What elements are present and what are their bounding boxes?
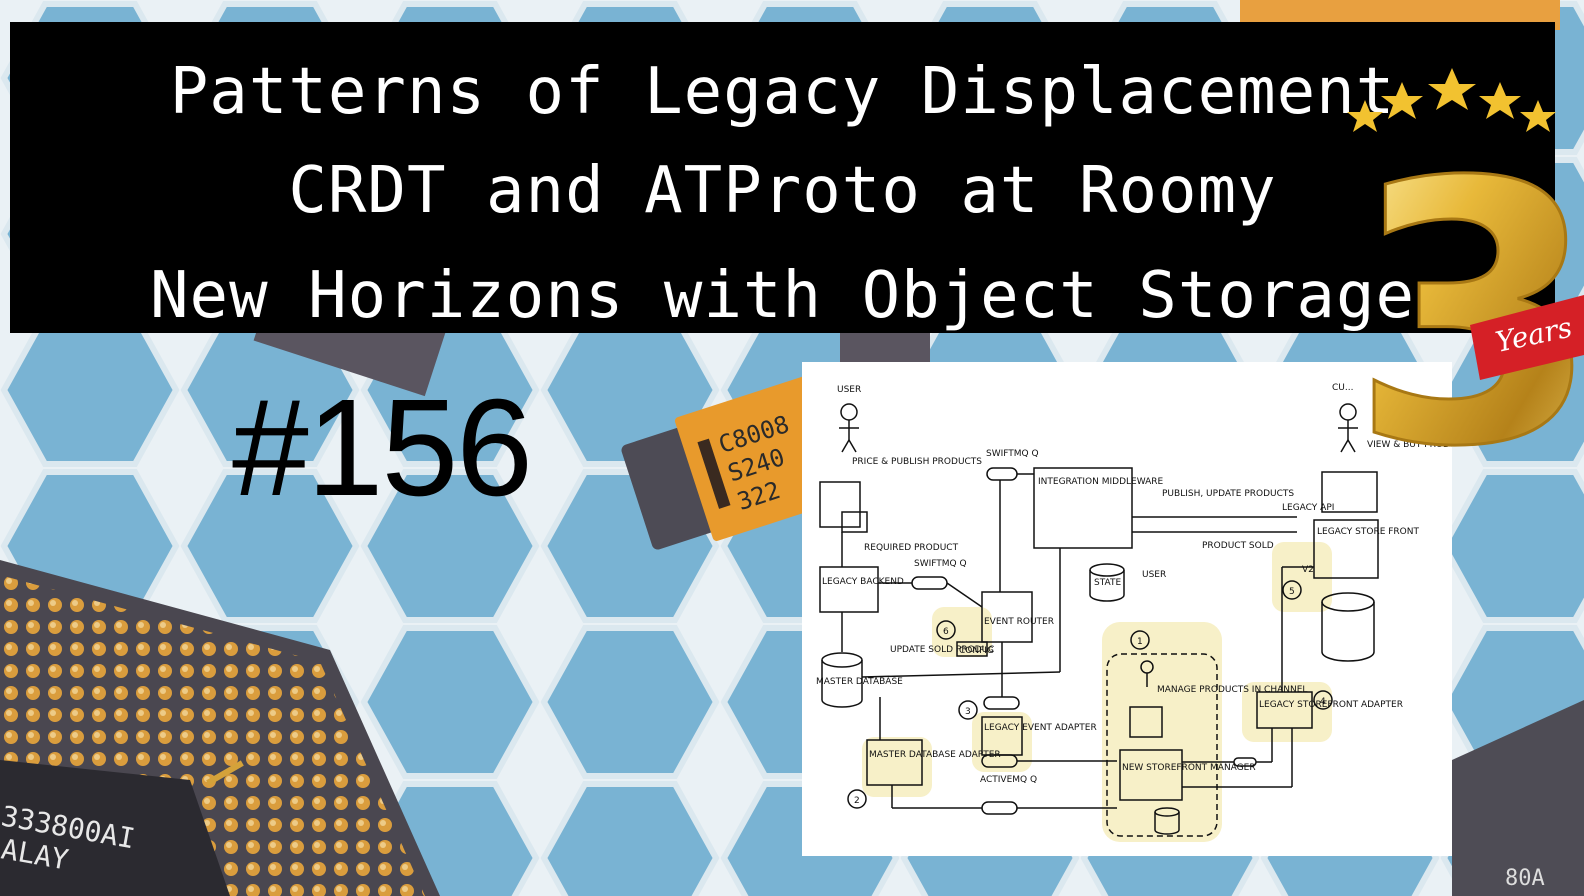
title-line-2: CRDT and ATProto at Roomy xyxy=(288,154,1277,228)
diagram-swiftmq-1: SWIFTMQ Q xyxy=(914,559,967,569)
chip-mark-80a: 80A xyxy=(1505,866,1545,891)
star-icon xyxy=(1347,68,1556,132)
diagram-price-publish: PRICE & PUBLISH PRODUCTS xyxy=(852,457,982,467)
cpu-chip-bottom-left: 333800AI ALAY xyxy=(0,560,440,896)
diagram-event-router: EVENT ROUTER xyxy=(984,617,1054,627)
diagram-product-sold: PRODUCT SOLD xyxy=(1202,541,1274,551)
title-panel: Patterns of Legacy Displacement CRDT and… xyxy=(10,22,1555,333)
diagram-user-left: USER xyxy=(837,385,861,395)
three-years-badge: 3 Years xyxy=(1347,68,1584,460)
diagram-n5: 5 xyxy=(1289,587,1295,597)
diagram-legacy-store: LEGACY STORE FRONT xyxy=(1317,527,1419,537)
title-line-3: New Horizons with Object Storage xyxy=(150,259,1415,333)
diagram-customer: CU... xyxy=(1332,383,1353,393)
diagram-legacy-event-adapter: LEGACY EVENT ADAPTER xyxy=(984,723,1097,733)
diagram-n4: 4 xyxy=(1320,697,1326,707)
architecture-diagram: USER PRICE & PUBLISH PRODUCTS LEGACY BAC… xyxy=(802,362,1474,856)
diagram-master-db: MASTER DATABASE xyxy=(816,677,903,687)
diagram-publish-update: PUBLISH, UPDATE PRODUCTS xyxy=(1162,489,1294,499)
diagram-legacy-storefront-adapter: LEGACY STOREFRONT ADAPTER xyxy=(1259,700,1403,710)
diagram-manage-products: MANAGE PRODUCTS IN CHANNEL xyxy=(1157,685,1307,695)
diagram-legacy-backend: LEGACY BACKEND xyxy=(822,577,904,587)
diagram-n6: 6 xyxy=(943,627,949,637)
diagram-swiftmq-2: SWIFTMQ Q xyxy=(986,449,1039,459)
diagram-n2: 2 xyxy=(854,796,860,806)
diagram-view-buy: VIEW & BUY PRODUCTS xyxy=(1367,440,1452,450)
diagram-v2: V2 xyxy=(1302,565,1314,575)
title-line-1: Patterns of Legacy Displacement xyxy=(169,55,1396,129)
anniversary-number: 3 xyxy=(1350,106,1584,460)
diagram-integration: INTEGRATION MIDDLEWARE xyxy=(1038,477,1164,487)
diagram-n3: 3 xyxy=(965,707,971,717)
diagram-reqd-product: REQUIRED PRODUCT xyxy=(864,543,959,553)
diagram-master-db-adapter: MASTER DATABASE ADAPTER xyxy=(869,750,1001,760)
diagram-n1: 1 xyxy=(1137,637,1143,647)
diagram-update-sold: UPDATE SOLD PRODUC xyxy=(890,645,994,655)
diagram-legacy-api: LEGACY API xyxy=(1282,503,1334,513)
diagram-user-mid: USER xyxy=(1142,570,1166,580)
diagram-state: STATE xyxy=(1094,578,1121,588)
diagram-activemq: ACTIVEMQ Q xyxy=(980,775,1037,785)
diagram-config: CONFIG xyxy=(959,646,994,656)
years-ribbon xyxy=(1470,295,1584,380)
diagram-new-storefront: NEW STOREFRONT MANAGER xyxy=(1122,763,1256,773)
chip-bottom-right xyxy=(1452,700,1584,896)
episode-number: #156 xyxy=(232,371,533,525)
